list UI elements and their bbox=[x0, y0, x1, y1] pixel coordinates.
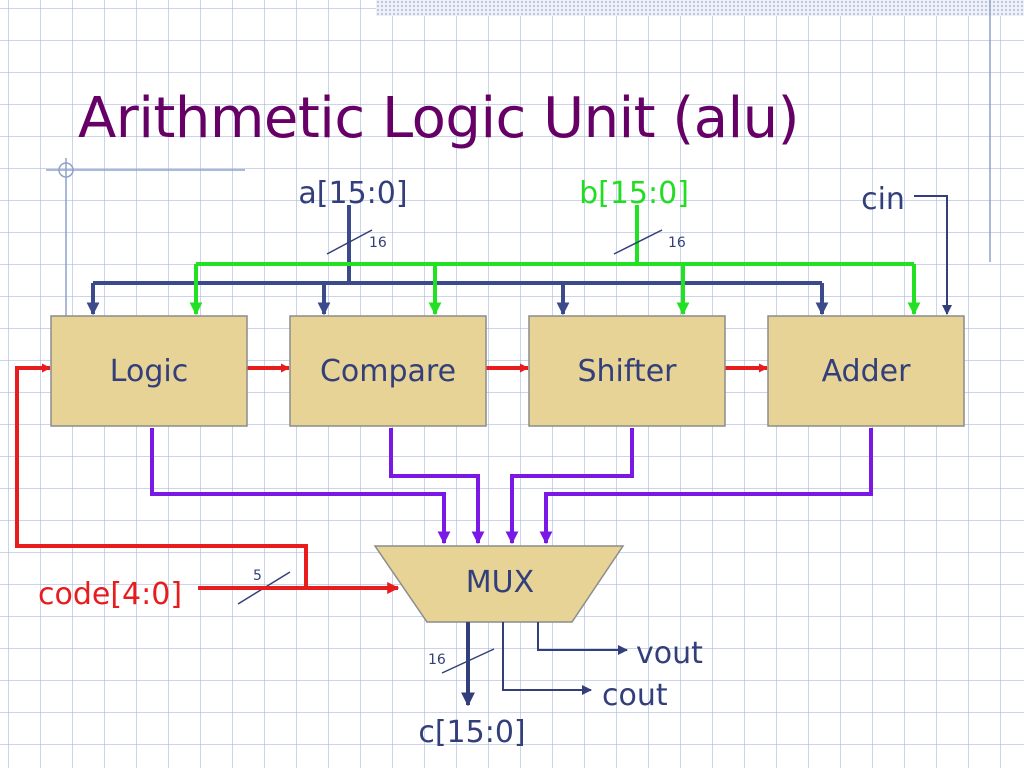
decorative-band bbox=[376, 0, 1024, 16]
logic-label: Logic bbox=[110, 354, 188, 389]
output-c-label: c[15:0] bbox=[418, 715, 525, 750]
bus-b bbox=[189, 205, 921, 316]
cout-wire bbox=[502, 622, 592, 695]
bus-a-width: 16 bbox=[369, 235, 387, 251]
bus-b-width: 16 bbox=[668, 235, 686, 251]
slide-title: Arithmetic Logic Unit (alu) bbox=[78, 86, 799, 151]
adder-label: Adder bbox=[822, 354, 912, 389]
output-vout-label: vout bbox=[636, 636, 703, 671]
output-cout-label: cout bbox=[602, 678, 668, 713]
bus-c-width: 16 bbox=[428, 652, 446, 668]
result-buses bbox=[150, 428, 873, 545]
slide-decoration bbox=[46, 0, 991, 318]
input-a-label: a[15:0] bbox=[298, 176, 407, 211]
logic-block: Logic bbox=[50, 315, 248, 427]
cin-wire bbox=[914, 195, 952, 315]
bus-a bbox=[86, 205, 829, 316]
compare-block: Compare bbox=[289, 315, 487, 427]
compare-label: Compare bbox=[320, 354, 456, 389]
code-control-bus bbox=[15, 363, 768, 594]
shifter-block: Shifter bbox=[528, 315, 726, 427]
shifter-label: Shifter bbox=[578, 354, 678, 389]
mux-block: MUX bbox=[373, 545, 625, 623]
input-b-label: b[15:0] bbox=[579, 176, 689, 211]
input-cin-label: cin bbox=[861, 182, 905, 217]
bus-code-width: 5 bbox=[253, 568, 262, 584]
mux-label: MUX bbox=[466, 565, 534, 600]
adder-block: Adder bbox=[767, 315, 965, 427]
input-code-label: code[4:0] bbox=[38, 577, 182, 612]
vout-wire bbox=[537, 622, 628, 655]
